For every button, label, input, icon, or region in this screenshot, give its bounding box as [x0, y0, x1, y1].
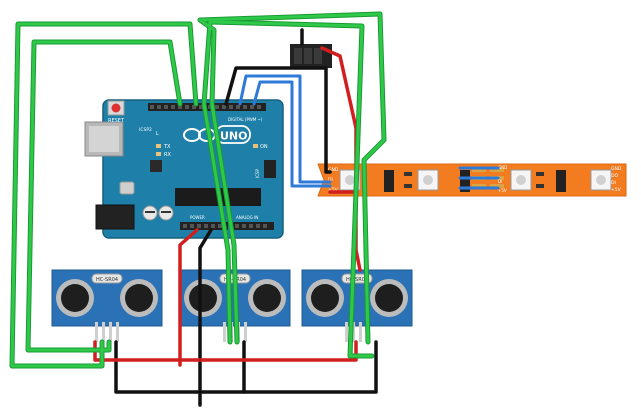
dc-power-jack [95, 204, 135, 230]
strip-pad-label-5v: +5V [328, 187, 339, 193]
led-pixel [590, 169, 612, 191]
led-strip: GND DI +5V GND DO DI +5V GND DI +5V [317, 163, 627, 197]
rx-label: RX [164, 152, 171, 158]
led-driver-chip [384, 170, 394, 192]
ultrasonic-sensor-1: HC-SR04 [51, 269, 163, 342]
power-label: POWER [190, 215, 205, 220]
led-driver-chip [556, 170, 566, 192]
reset-label: RESET [108, 118, 125, 124]
led-pixel [417, 169, 439, 191]
arduino-logo: UNO [183, 125, 251, 144]
wire-blue-data-1 [238, 74, 332, 184]
sensor-1-model: HC-SR04 [96, 277, 118, 283]
l-led-label: L [156, 131, 159, 137]
ultrasonic-sensor-3: HC-SR04 [301, 269, 413, 342]
wire-black-arduino-gnd [198, 228, 213, 407]
wire-blue-jumper [458, 166, 500, 190]
on-label: ON [260, 144, 268, 150]
strip-pad-label-di-right: DI [611, 180, 616, 186]
strip-pad-label-gnd-right: GND [611, 166, 622, 172]
strip-cut-label-di: DI [498, 179, 502, 184]
wire-blue-data-2 [252, 80, 332, 188]
wire-red-arduino-5v [178, 228, 199, 367]
connector-block [290, 44, 332, 68]
icsp-header [264, 160, 276, 178]
icsp2-label: ICSP2 [139, 127, 152, 133]
wire-black-connector-gnd [224, 66, 332, 174]
led-pixel [510, 169, 532, 191]
analog-in-label: ANALOG IN [236, 215, 258, 220]
strip-cut-label-gnd: GND [498, 165, 507, 170]
strip-pad-label-di: DI [328, 177, 333, 183]
arduino-uno-board: RESET ICSP2 DIGITAL (PWM ~) UNO L TX RX … [84, 99, 284, 239]
wire-black-ground-bus [114, 340, 378, 394]
led-driver-chip [460, 170, 470, 192]
tx-label: TX [163, 144, 171, 150]
strip-pad-label-gnd: GND [328, 167, 339, 173]
sensor-3-model: HC-SR04 [346, 277, 368, 283]
uno-logo-text: UNO [220, 130, 248, 143]
strip-pad-label-5v-right: +5V [611, 187, 622, 193]
strip-cut-label-5v: +5V [498, 188, 507, 193]
strip-pad-label-do: DO [611, 173, 618, 179]
digital-pwm-label: DIGITAL (PWM ~) [228, 117, 263, 122]
icsp-label: ICSP [255, 168, 260, 178]
wire-red-power-bus [93, 340, 358, 362]
